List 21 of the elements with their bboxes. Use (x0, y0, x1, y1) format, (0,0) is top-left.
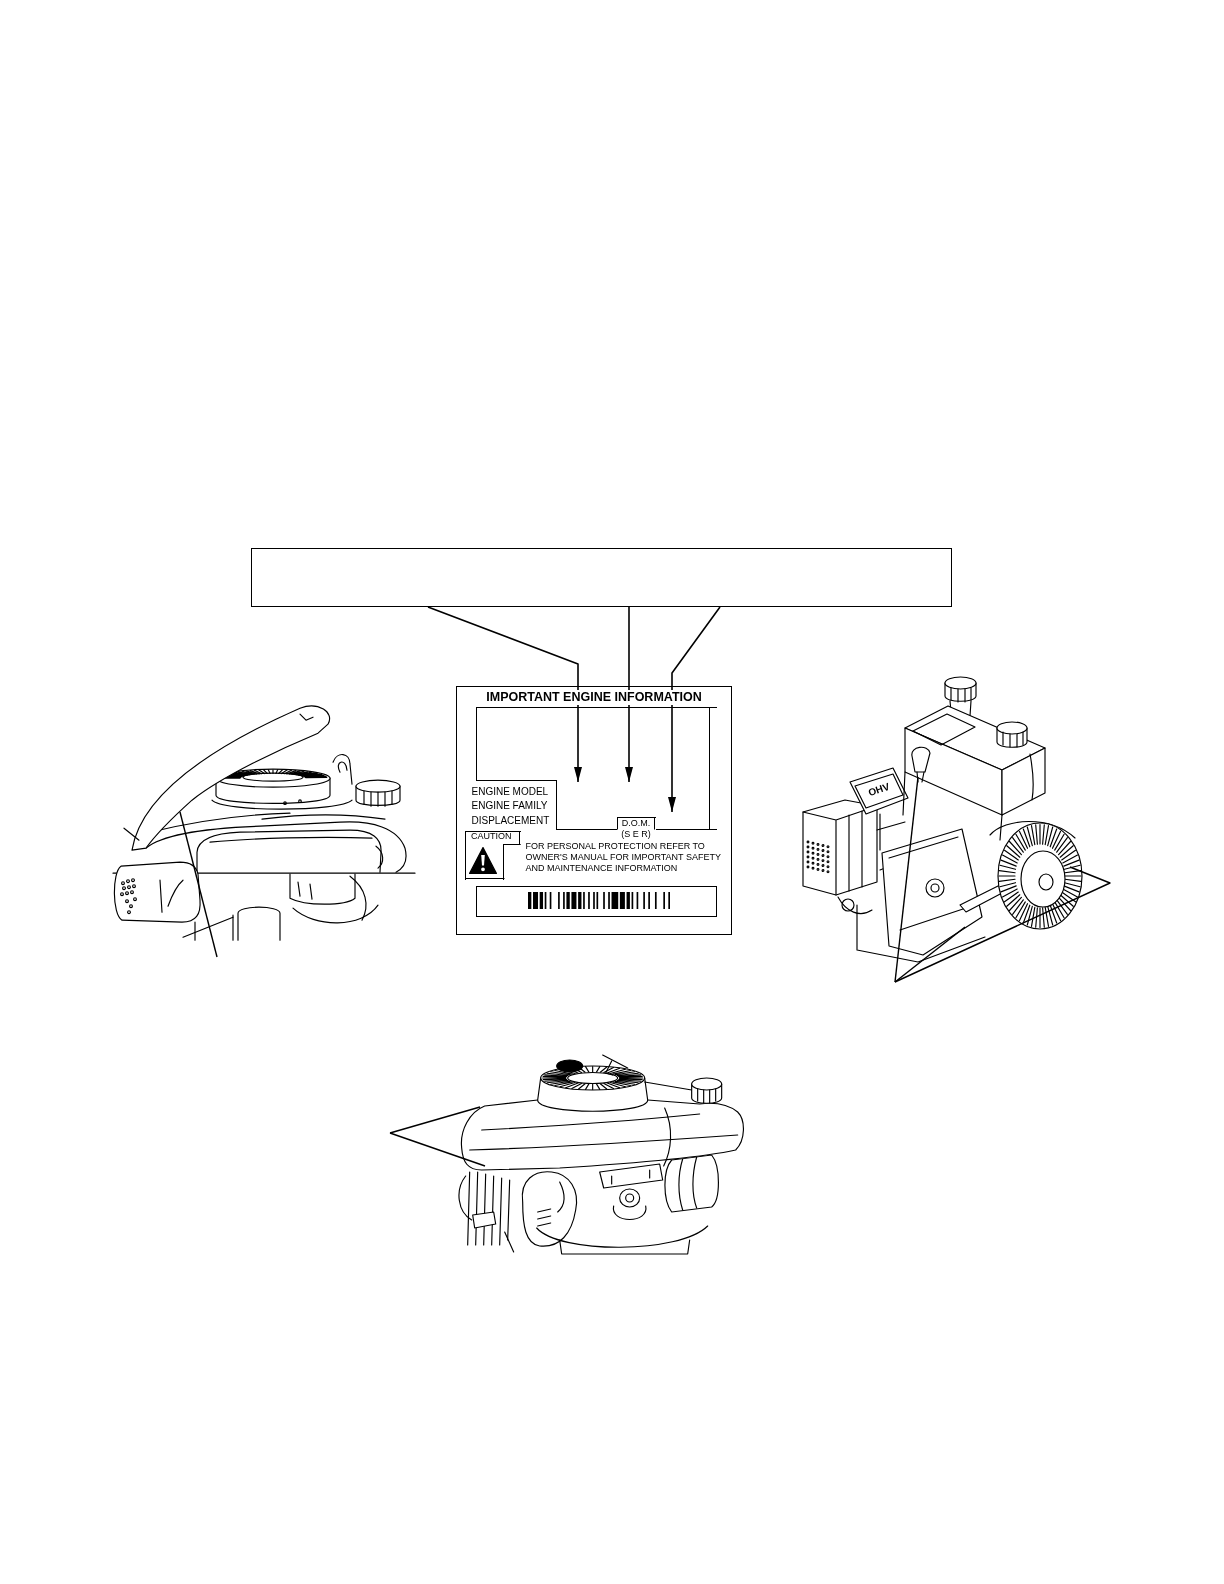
caution-panel (464, 830, 521, 880)
leader-line (179, 811, 218, 958)
leader-line (894, 866, 1111, 983)
info-label (456, 686, 732, 935)
leader-line (389, 1132, 486, 1167)
barcode-frame (475, 885, 717, 917)
decal-text: OHV (866, 780, 891, 799)
engine-drawing (802, 676, 1083, 963)
leader-line (389, 1106, 481, 1134)
arrow (668, 606, 721, 813)
field-label: ENGINE FAMILY (471, 799, 548, 812)
callout-box (251, 548, 952, 607)
arrow (427, 606, 582, 783)
field-label: ENGINE MODEL (471, 785, 549, 798)
label-heading: IMPORTANT ENGINE INFORMATION (484, 690, 704, 705)
field-label: DISPLACEMENT (471, 814, 550, 827)
arrow (625, 606, 633, 783)
leader-line (894, 776, 919, 983)
caution-heading: CAUTION (471, 831, 512, 842)
engine-drawing (458, 1054, 745, 1255)
engine-drawing (112, 704, 416, 941)
